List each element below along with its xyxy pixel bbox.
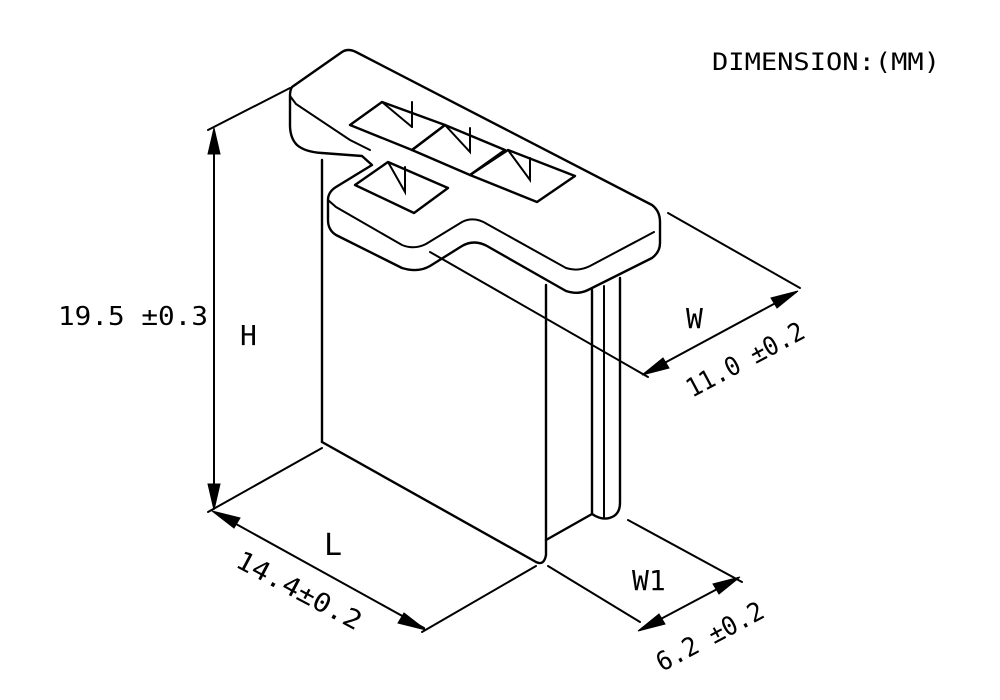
width1-value-label: 6.2 ±0.2 [651, 596, 769, 678]
height-symbol-label: H [240, 319, 257, 352]
housing-plate-edge [289, 95, 371, 151]
height-value-label: 19.5 ±0.3 [58, 302, 208, 332]
length-dimension [211, 510, 537, 633]
cavity-1 [348, 100, 447, 152]
cavity-3 [353, 160, 450, 215]
width-symbol-label: W [686, 302, 703, 335]
housing-body-step [544, 288, 594, 542]
width-dimension [429, 212, 801, 378]
cavity-2 [410, 123, 507, 177]
cavity-4 [468, 148, 577, 204]
length-symbol-label: L [324, 528, 342, 563]
units-label: DIMENSION:(MM) [712, 48, 940, 76]
width1-dimension [547, 519, 743, 632]
height-dimension [207, 87, 323, 513]
housing-plate-edge-2 [327, 199, 655, 271]
housing-top-plate [288, 48, 662, 294]
housing-body-front-edge [320, 283, 548, 565]
width1-symbol-label: W1 [632, 564, 666, 597]
housing-rib [590, 276, 622, 520]
